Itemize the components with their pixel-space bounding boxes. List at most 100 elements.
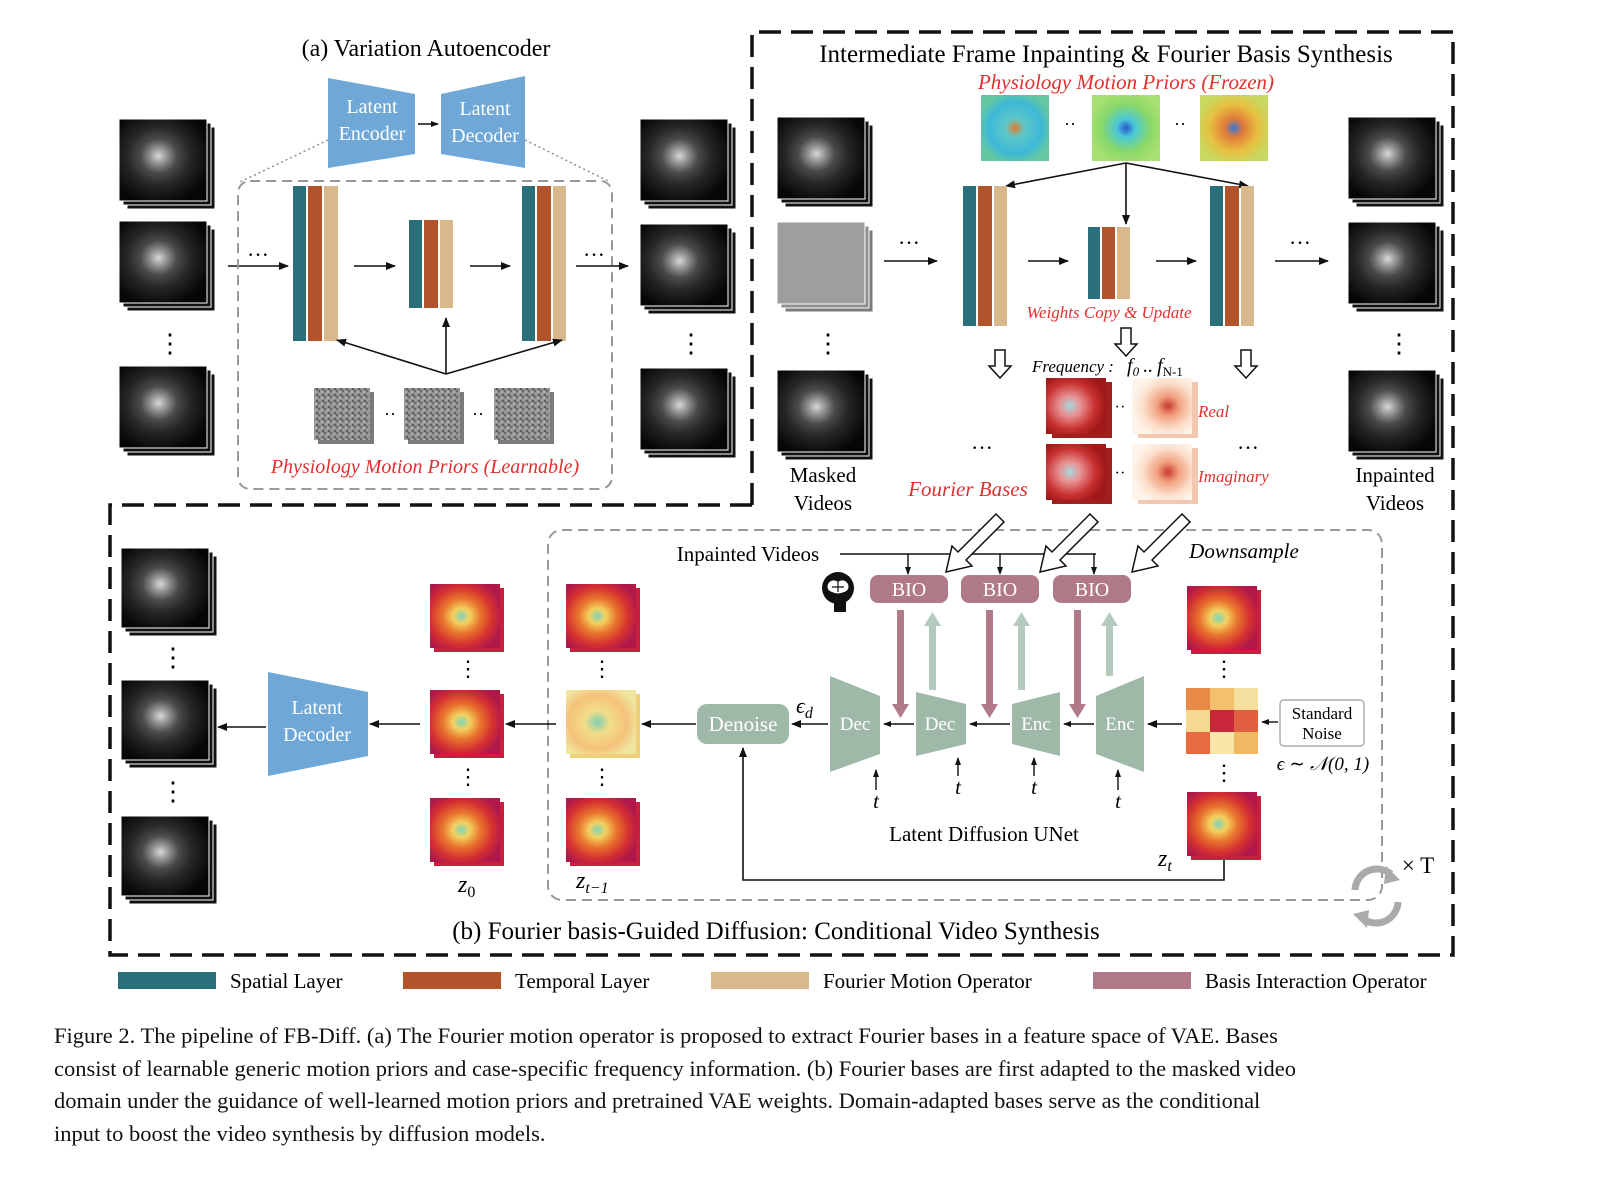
brain-icon xyxy=(822,572,854,612)
caption-line: consist of learnable generic motion prio… xyxy=(54,1055,1297,1081)
timestep-inputs: t t t t xyxy=(873,757,1122,813)
bio-block xyxy=(1053,575,1131,603)
latent-zt-1-stack: ⋮ ⋮ xyxy=(566,584,640,866)
svg-text:⋮: ⋮ xyxy=(1213,760,1235,785)
noise-formula: ϵ ∼ 𝒩(0, 1) xyxy=(1277,754,1369,775)
ellipsis: ··· xyxy=(898,230,920,255)
svg-text:t: t xyxy=(1115,789,1122,813)
inpainted-videos-label: Inpainted xyxy=(1355,463,1435,487)
figure-caption: Figure 2. The pipeline of FB-Diff. (a) T… xyxy=(54,1020,1544,1150)
svg-text:t: t xyxy=(1031,775,1038,799)
denoise-label: Denoise xyxy=(709,712,778,736)
frozen-prior xyxy=(1092,95,1160,161)
ellipsis: ··· xyxy=(971,435,993,460)
svg-text:⋮: ⋮ xyxy=(815,329,841,358)
svg-text:BIO: BIO xyxy=(983,579,1017,601)
zt-1-label: zt−1 xyxy=(575,868,609,897)
z0-label: z0 xyxy=(457,872,475,901)
svg-text:··: ·· xyxy=(1115,399,1126,416)
refresh-arrowhead xyxy=(1384,866,1400,884)
inpainting-panel-border xyxy=(750,30,1455,505)
bottleneck-layers xyxy=(409,220,453,308)
inpainting-decoder-layers xyxy=(1210,186,1254,326)
legend-label: Temporal Layer xyxy=(515,969,649,993)
output-video-stack: ⋮ ⋮ xyxy=(120,547,218,905)
svg-text:t: t xyxy=(873,789,880,813)
decoder-layers xyxy=(522,186,566,341)
svg-text:Dec: Dec xyxy=(840,714,871,735)
unet-enc-block: Enc xyxy=(1012,692,1060,756)
hollow-down-arrow xyxy=(1233,349,1259,380)
unet-enc-block: Enc xyxy=(1096,676,1144,772)
masked-videos-label: Masked xyxy=(790,463,857,487)
mri-stack xyxy=(118,365,216,457)
svg-text:⋮: ⋮ xyxy=(1386,329,1412,358)
inpainting-panel-title: Intermediate Frame Inpainting & Fourier … xyxy=(819,41,1393,68)
unet-label: Latent Diffusion UNet xyxy=(889,822,1079,846)
bio-unet-arrows xyxy=(892,610,1118,718)
frozen-prior xyxy=(1200,95,1268,161)
panel-a-title: (a) Variation Autoencoder xyxy=(302,36,551,62)
panel-b-border xyxy=(108,503,1455,957)
weights-copy-label: Weights Copy & Update xyxy=(1026,303,1192,322)
legend-label: Fourier Motion Operator xyxy=(823,969,1032,993)
svg-text:Latent: Latent xyxy=(291,697,343,719)
svg-text:Noise: Noise xyxy=(1302,724,1342,743)
inpainting-bottleneck-layers xyxy=(1088,227,1130,299)
svg-text:BIO: BIO xyxy=(1075,579,1109,601)
svg-text:⋮: ⋮ xyxy=(160,777,186,806)
bio-block xyxy=(961,575,1039,603)
svg-text:⋮: ⋮ xyxy=(591,656,613,681)
learnable-prior xyxy=(314,388,374,444)
svg-text:Dec: Dec xyxy=(925,714,956,735)
svg-text:⋮: ⋮ xyxy=(160,643,186,672)
inpainted-video-stack: ⋮ xyxy=(1347,116,1445,461)
latent-zt-stack: ⋮ ⋮ xyxy=(1186,586,1261,860)
ellipsis: ··· xyxy=(1289,230,1311,255)
unet-dec-block: Dec xyxy=(830,676,880,772)
svg-text:Decoder: Decoder xyxy=(451,125,519,147)
caption-line: Figure 2. The pipeline of FB-Diff. (a) T… xyxy=(54,1023,1278,1048)
mri-stack xyxy=(118,118,216,210)
masked-video-stack: ⋮ xyxy=(776,116,874,461)
legend: Spatial Layer Temporal Layer Fourier Motio… xyxy=(118,969,1427,993)
svg-text:Encoder: Encoder xyxy=(339,123,406,145)
hollow-down-arrow xyxy=(1113,327,1139,358)
legend-label: Spatial Layer xyxy=(230,969,343,993)
caption-line: domain under the guidance of well-learne… xyxy=(54,1088,1261,1113)
ellipsis: ··· xyxy=(247,242,269,267)
svg-text:··: ·· xyxy=(1115,465,1126,482)
vdots: ⋮ xyxy=(157,329,183,358)
fourier-basis-imaginary: ·· xyxy=(1046,444,1198,504)
frozen-prior xyxy=(981,95,1049,161)
denoise-block xyxy=(697,704,789,744)
dots: ·· xyxy=(384,404,396,424)
svg-text:⋮: ⋮ xyxy=(457,656,479,681)
svg-text:⋮: ⋮ xyxy=(591,764,613,789)
latent-decoder: Latent Decoder xyxy=(441,76,525,168)
svg-text:⋮: ⋮ xyxy=(678,329,704,358)
reconstructed-video-stack: ⋮ xyxy=(639,118,737,459)
zt-label: zt xyxy=(1157,846,1172,875)
diffusion-loop-box xyxy=(547,529,1383,901)
refresh-arrowhead xyxy=(1353,910,1369,928)
ellipsis: ··· xyxy=(583,242,605,267)
epsilon-d-label: ϵd xyxy=(796,693,814,722)
inpainted-videos-input-label: Inpainted Videos xyxy=(677,542,819,566)
hollow-down-arrow xyxy=(987,349,1013,380)
svg-text:⋮: ⋮ xyxy=(457,764,479,789)
learnable-priors-label: Physiology Motion Priors (Learnable) xyxy=(270,456,580,478)
svg-text:t: t xyxy=(955,775,962,799)
svg-text:Latent: Latent xyxy=(459,98,511,120)
svg-text:⋮: ⋮ xyxy=(1213,656,1235,681)
input-video-stack: ⋮ xyxy=(118,118,216,457)
encoder-layers xyxy=(293,186,338,341)
latent-decoder-b: Latent Decoder xyxy=(268,672,368,776)
learnable-prior xyxy=(404,388,464,444)
legend-label: Basis Interaction Operator xyxy=(1205,969,1427,993)
dots: ·· xyxy=(1174,114,1186,134)
frozen-priors-label: Physiology Motion Priors (Frozen) xyxy=(977,70,1274,94)
fourier-bases-label: Fourier Bases xyxy=(907,477,1028,501)
dots: ·· xyxy=(472,404,484,424)
svg-text:Latent: Latent xyxy=(346,96,398,118)
